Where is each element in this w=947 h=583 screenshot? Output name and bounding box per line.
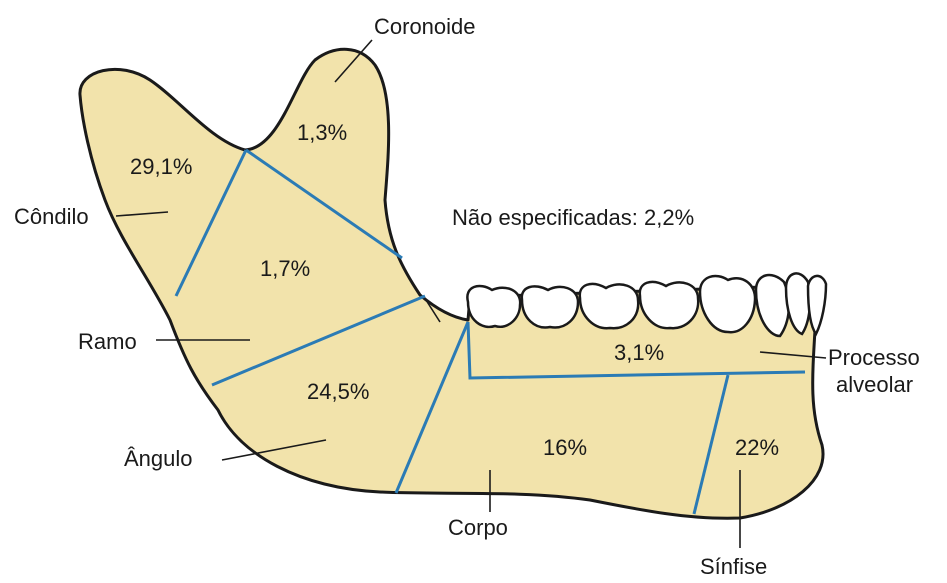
tooth-3 — [578, 282, 640, 330]
corpo-label: Corpo — [448, 515, 508, 540]
coronoide-ramo-divider — [245, 148, 403, 260]
tooth-4 — [638, 280, 700, 330]
coronoide-leader — [334, 39, 373, 83]
processo-alveolar-divider — [466, 321, 806, 380]
angulo-corpo-divider — [394, 321, 470, 494]
processo-leader — [759, 351, 827, 359]
processo-alveolar-label-line1: Processo — [828, 345, 920, 370]
leader-lines — [115, 39, 827, 548]
coronoide-percentage: 1,3% — [297, 120, 347, 145]
region-lines — [174, 148, 806, 515]
ramo-label: Ramo — [78, 329, 137, 354]
angulo-percentage: 24,5% — [307, 379, 369, 404]
angulo-label: Ângulo — [124, 446, 193, 471]
nao-especificadas-label: Não especificadas: 2,2% — [452, 205, 694, 230]
condilo-label: Côndilo — [14, 204, 89, 229]
sinfise-percentage: 22% — [735, 435, 779, 460]
corpo-sinfise-divider — [692, 374, 730, 515]
coronoide-label: Coronoide — [374, 14, 476, 39]
corpo-percentage: 16% — [543, 435, 587, 460]
condilo-leader — [115, 211, 169, 217]
tooth-5 — [698, 274, 757, 334]
angulo-leader — [221, 439, 327, 461]
mandible-outline — [78, 47, 825, 520]
teeth — [466, 272, 828, 338]
processo-alveolar-label-line2: alveolar — [836, 372, 913, 397]
tooth-8 — [806, 274, 828, 337]
condilo-percentage: 29,1% — [130, 154, 192, 179]
condilo-ramo-divider — [174, 149, 248, 297]
tooth-1 — [466, 284, 522, 329]
processo-tick — [425, 299, 441, 323]
sinfise-label: Sínfise — [700, 554, 767, 579]
ramo-angulo-divider — [211, 294, 426, 387]
tooth-2 — [520, 285, 580, 329]
processo-alveolar-percentage: 3,1% — [614, 340, 664, 365]
ramo-percentage: 1,7% — [260, 256, 310, 281]
